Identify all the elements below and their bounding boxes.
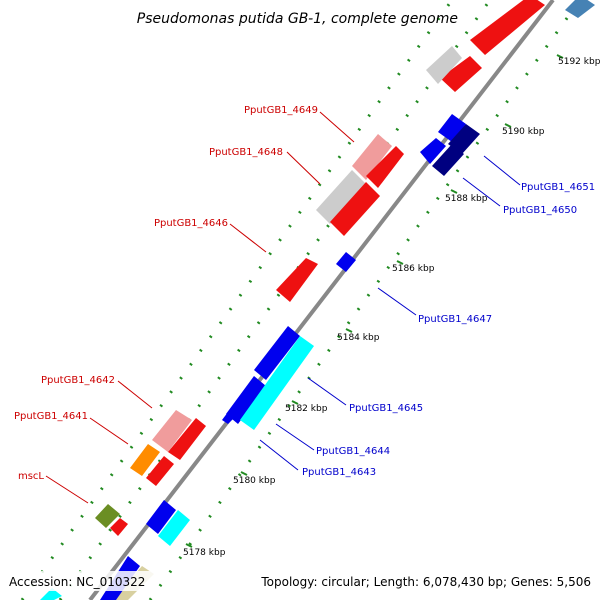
gene-bottom-cyan[interactable] [40,588,62,600]
forward-genes [95,0,545,600]
label-connectors-left [45,111,355,504]
tick-labels: 5192 kbp 5190 kbp 5188 kbp 5186 kbp 5184… [183,57,600,558]
gene-pputgb1-4649[interactable] [352,134,392,180]
tick-label: 5180 kbp [233,476,276,486]
gene-label-pputgb1-4647[interactable]: PputGB1_4647 [418,314,492,325]
tick-label: 5190 kbp [502,127,545,137]
topology-bg [255,571,595,591]
gene-pputgb1-4646[interactable] [276,258,318,302]
tick-label: 5188 kbp [445,194,488,204]
genome-backbone [88,0,555,600]
gene-pputgb1-4645-b[interactable] [226,376,266,424]
tick-marks [185,54,564,548]
gene-pputgb1-4645-a[interactable] [254,326,300,380]
gene-label-pputgb1-4643[interactable]: PputGB1_4643 [302,467,376,478]
gene-label-pputgb1-4649[interactable]: PputGB1_4649 [244,105,318,116]
gene-pputgb1-4642[interactable] [152,410,192,452]
gene-pputgb1-4648-a[interactable] [366,146,404,188]
gc-track-inner-right [148,0,582,600]
topology-text: Topology: circular; Length: 6,078,430 bp… [260,575,591,589]
gene-pputgb1-4649-grey[interactable] [316,170,366,224]
gene-label-pputgb1-4648[interactable]: PputGB1_4648 [209,147,283,158]
gene-pputgb1-4641-b[interactable] [146,456,174,486]
gene-pputgb1-4650-blue[interactable] [438,114,466,142]
gene-label-pputgb1-4642[interactable]: PputGB1_4642 [41,375,115,386]
tick-label: 5184 kbp [337,333,380,343]
gene-label-pputgb1-4641[interactable]: PputGB1_4641 [14,411,88,422]
gene-top-steel[interactable] [565,0,595,18]
gene-pputgb1-4651[interactable] [448,124,480,154]
gene-pputgb1-4642-b[interactable] [168,418,206,460]
label-connectors-right [259,155,521,471]
gene-label-pputgb1-4650[interactable]: PputGB1_4650 [503,205,577,216]
tick-label: 5186 kbp [392,264,435,274]
gene-pputgb1-4650-b[interactable] [420,138,446,164]
accession-bg [4,571,154,591]
gene-top-grey[interactable] [426,46,462,84]
gene-pputgb1-4643[interactable] [222,412,234,424]
tick-label: 5192 kbp [558,57,600,67]
accession-text: Accession: NC_010322 [9,575,145,589]
gene-pputgb1-4647[interactable] [336,252,356,272]
gene-pputgb1-4644[interactable] [240,336,314,430]
gene-label-mscl[interactable]: mscL [18,471,44,482]
gene-pputgb1-4648-b[interactable] [330,182,380,236]
gene-label-pputgb1-4645[interactable]: PputGB1_4645 [349,403,423,414]
gene-top-red-1[interactable] [470,0,545,55]
gene-label-pputgb1-4644[interactable]: PputGB1_4644 [316,446,390,457]
gene-pputgb1-4650[interactable] [432,144,464,176]
gene-top-red-2[interactable] [440,56,482,92]
gene-cyan-1[interactable] [158,510,190,546]
gene-msc-l[interactable] [95,504,120,528]
gc-track-inner-left [58,0,492,600]
gc-track-outer-left [20,0,454,600]
reverse-genes [40,0,595,600]
gene-label-pputgb1-4646[interactable]: PputGB1_4646 [154,218,228,229]
genome-title: Pseudomonas putida GB-1, complete genome [137,11,458,27]
gene-msc-l-b[interactable] [110,518,128,536]
gene-pputgb1-4641[interactable] [130,444,160,476]
tick-label: 5182 kbp [285,404,328,414]
gene-labels-left: PputGB1_4649 PputGB1_4648 PputGB1_4646 P… [14,105,318,482]
gene-labels-right: PputGB1_4651 PputGB1_4650 PputGB1_4647 P… [302,182,595,478]
gene-blue-1[interactable] [146,500,176,534]
gene-label-pputgb1-4651[interactable]: PputGB1_4651 [521,182,595,193]
tick-label: 5178 kbp [183,548,226,558]
